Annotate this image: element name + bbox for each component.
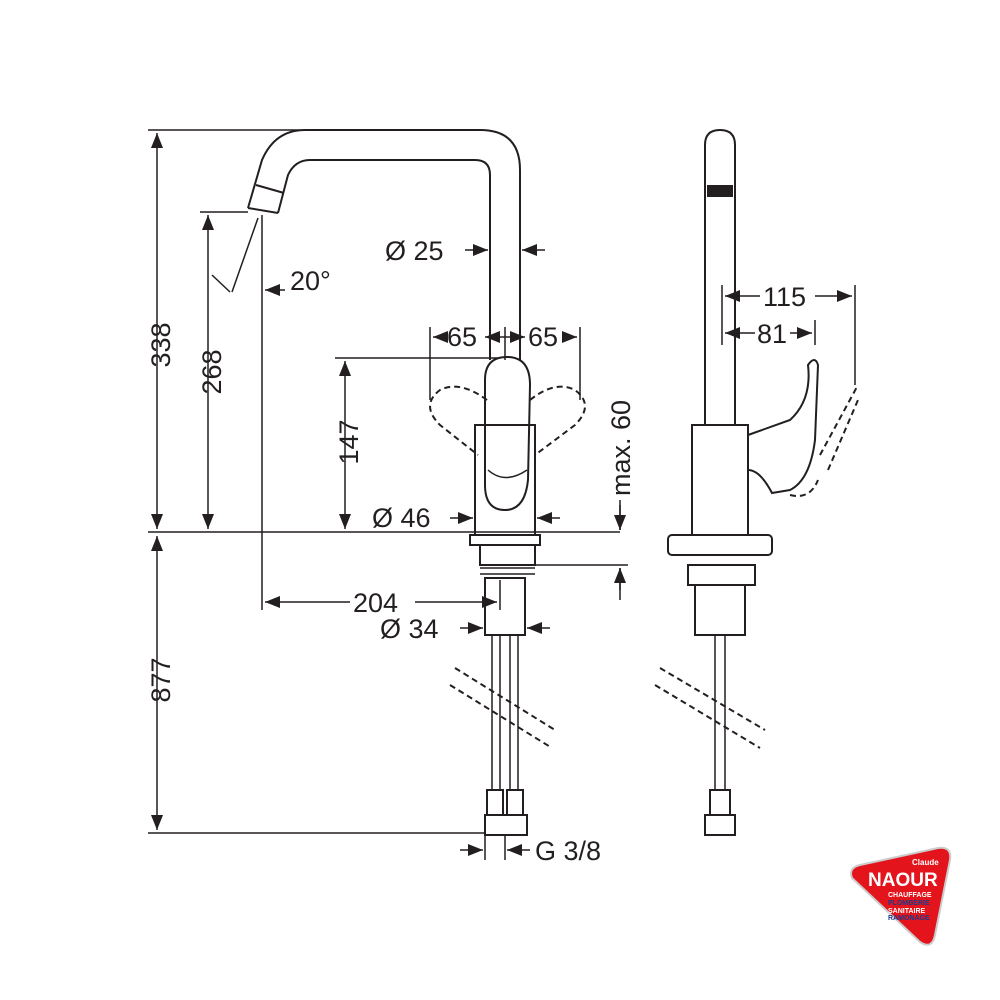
handle — [484, 355, 532, 512]
naour-logo: Claude NAOUR CHAUFFAGE PLOMBERIE SANITAI… — [850, 846, 952, 946]
dim-877: 877 — [146, 657, 176, 702]
dim-338: 338 — [146, 322, 176, 367]
hose-fittings — [484, 814, 528, 836]
svg-text:Claude: Claude — [912, 858, 939, 867]
dim-spout-diameter: Ø 25 — [385, 236, 444, 266]
dim-81: 81 — [757, 319, 787, 349]
spout-inner — [277, 159, 491, 360]
hoses — [491, 635, 519, 790]
dim-147: 147 — [334, 419, 364, 464]
side-view — [654, 128, 859, 836]
dim-body-diameter: Ø 46 — [372, 503, 431, 533]
svg-text:NAOUR: NAOUR — [868, 870, 938, 891]
svg-text:CHAUFFAGE: CHAUFFAGE — [888, 892, 932, 899]
spout-outer — [247, 129, 521, 360]
dim-shank-diameter: Ø 34 — [380, 614, 439, 644]
dimension-lines — [148, 129, 856, 860]
svg-text:RAMONAGE: RAMONAGE — [888, 915, 930, 922]
dim-65-right: 65 — [528, 322, 558, 352]
dim-angle: 20° — [290, 266, 331, 296]
dim-268: 268 — [197, 349, 227, 394]
dim-65-left: 65 — [447, 322, 477, 352]
shank — [484, 577, 526, 636]
dim-connection: G 3/8 — [535, 836, 601, 866]
svg-text:PLOMBERIE: PLOMBERIE — [888, 900, 930, 907]
dim-115: 115 — [763, 282, 806, 312]
dim-max-60: max. 60 — [606, 400, 636, 496]
svg-text:SANITAIRE: SANITAIRE — [888, 908, 926, 915]
base-plate — [469, 534, 541, 546]
dim-204: 204 — [353, 588, 398, 618]
